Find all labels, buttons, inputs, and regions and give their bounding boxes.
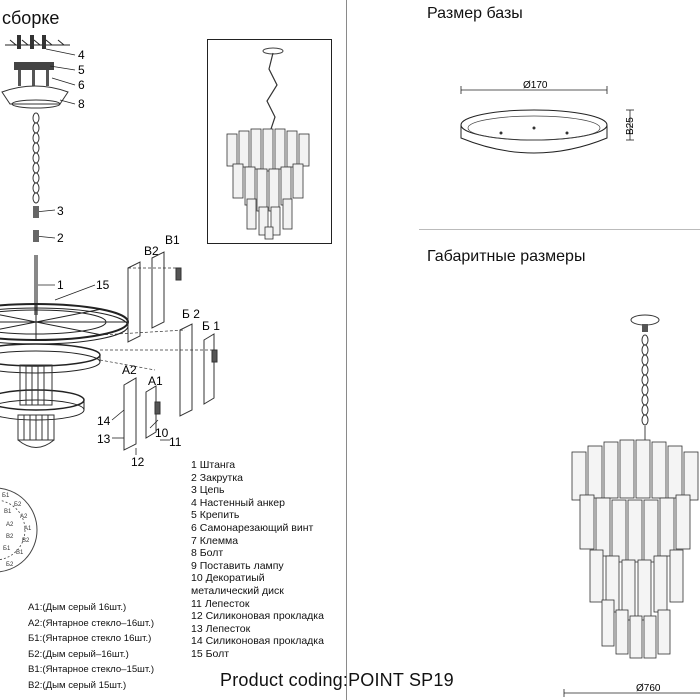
callout-13: 13 [97, 432, 111, 446]
callout-10: 10 [155, 426, 169, 440]
base-diameter-label: Ø170 [523, 80, 548, 91]
canopy [1, 85, 69, 105]
svg-text:А2: А2 [20, 514, 28, 520]
parts-list-item: Б1:(Янтарное стекло 16шт.) [28, 633, 152, 645]
svg-text:В2: В2 [22, 538, 30, 544]
assembly-diagram: 4 5 6 8 3 2 1 15 [0, 35, 220, 573]
vertical-divider [346, 0, 347, 700]
callout-12: 12 [131, 455, 145, 469]
legend-item: 9 Поставить лампу [191, 559, 284, 572]
chandelier-preview-frame [207, 39, 332, 244]
preview-petals [226, 128, 310, 240]
legend-item: 4 Настенный анкер [191, 496, 285, 509]
leader-lines-bottom [111, 409, 170, 455]
parts-list-item: Б2:(Дым серый–16шт.) [28, 648, 129, 660]
petal-group-a [123, 377, 161, 451]
parts-list-item: А1:(Дым серый 16шт.) [28, 602, 127, 613]
overall-petals [571, 439, 699, 659]
legend-item: 12 Силиконовая прокладка [191, 610, 324, 623]
legend-item: 8 Болт [191, 547, 224, 560]
legend-item: 10 Декоратиый [191, 572, 265, 585]
overall-chain [641, 334, 649, 426]
svg-text:А1: А1 [24, 526, 32, 532]
mounting-bracket [14, 62, 54, 70]
svg-text:В2: В2 [6, 534, 14, 540]
svg-text:Б2: Б2 [6, 562, 14, 568]
legend-item: 13 Лепесток [191, 622, 251, 635]
parts-list-item: В2:(Дым серый 15шт.) [28, 679, 127, 691]
explode-lines [99, 267, 215, 371]
base-size-drawing: Ø170 B25 [460, 80, 636, 154]
svg-text:В1: В1 [4, 509, 12, 515]
svg-text:Б2: Б2 [14, 502, 22, 508]
legend-item: 15 Болт [191, 647, 230, 660]
assembly-title: сборке [2, 8, 60, 28]
callout-1: 1 [57, 278, 64, 292]
rod [34, 255, 38, 315]
label-v1: В1 [165, 233, 180, 247]
label-a1: А1 [148, 374, 163, 388]
turnbuckle [33, 206, 39, 218]
callout-2: 2 [57, 231, 64, 245]
svg-text:Б1: Б1 [2, 493, 10, 499]
horizontal-divider [419, 229, 700, 230]
legend-item: 5 Крепить [191, 509, 240, 522]
svg-text:В1: В1 [16, 550, 24, 556]
overall-diameter-label: Ø760 [636, 683, 661, 694]
legend-item: 3 Цепь [191, 484, 225, 497]
main-ring [0, 303, 129, 345]
overall-dimensions-title: Габаритные размеры [427, 248, 586, 265]
chain [32, 112, 40, 204]
callout-11: 11 [169, 435, 182, 449]
top-view-circle [0, 487, 38, 573]
label-a2: А2 [122, 363, 137, 377]
center-column [17, 364, 55, 448]
callout-5: 5 [78, 63, 85, 77]
legend-item: 1 Штанга [191, 459, 236, 471]
ceiling-hatch [5, 39, 70, 46]
svg-text:А2: А2 [6, 522, 14, 528]
screws [18, 70, 49, 86]
legend-item: 11 Лепесток [191, 597, 250, 610]
callout-3: 3 [57, 204, 64, 218]
base-height-label: B25 [625, 117, 636, 135]
parts-list-item: В1:(Янтарное стекло–15шт.) [28, 664, 155, 676]
label-be2: Б 2 [182, 307, 200, 321]
ceiling-anchors [17, 35, 46, 49]
parts-list-item: А2:(Янтарное стекло–16шт.) [28, 617, 155, 629]
legend-item: 7 Клемма [191, 534, 239, 547]
legend-item: 6 Самонарезающий винт [191, 521, 314, 534]
petal-group-b [127, 251, 182, 343]
label-be1: Б 1 [202, 319, 220, 333]
legend-item: металический диск [191, 584, 284, 597]
legend-item: 2 Закрутка [191, 471, 243, 484]
callout-6: 6 [78, 78, 85, 92]
svg-text:Б1: Б1 [3, 546, 11, 552]
legend-item: 14 Силиконовая прокладка [191, 635, 324, 648]
callout-4: 4 [78, 48, 85, 62]
petal-parts-list: А1:(Дым серый 16шт.) А2:(Янтарное стекло… [28, 600, 154, 694]
parts-legend: 1 Штанга 2 Закрутка 3 Цепь 4 Настенный а… [191, 459, 324, 661]
middle-ring [0, 343, 101, 374]
callout-15: 15 [96, 278, 110, 292]
petal-group-be [179, 323, 218, 417]
product-code: Product coding:POINT SP19 [220, 670, 454, 690]
overall-dimensions-drawing: Ø760 [563, 314, 700, 697]
callout-8: 8 [78, 97, 85, 111]
label-v2: В2 [144, 244, 159, 258]
base-size-title: Размер базы [427, 5, 523, 22]
callout-14: 14 [97, 414, 111, 428]
